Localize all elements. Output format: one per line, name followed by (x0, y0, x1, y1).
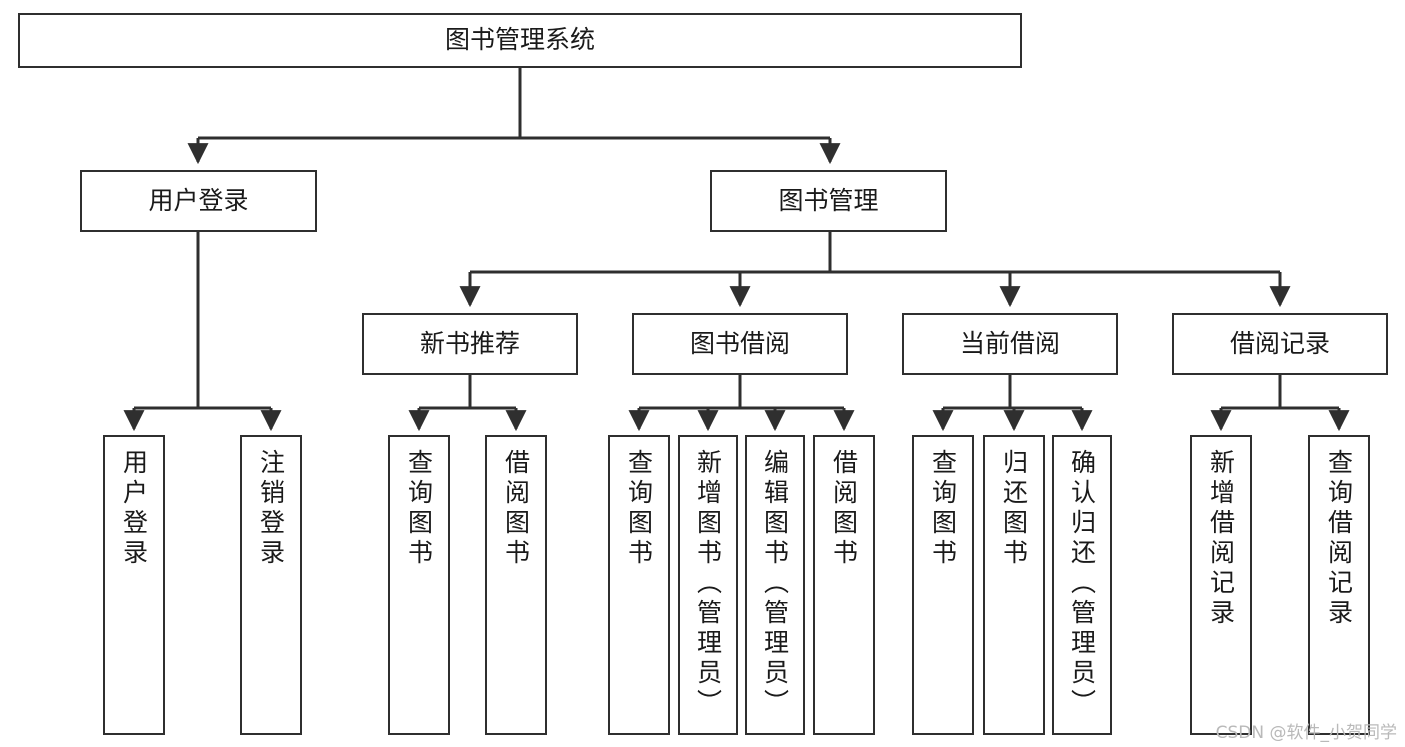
node-current-borrow[interactable]: 当前借阅 (902, 313, 1118, 375)
node-borrow-record[interactable]: 借阅记录 (1172, 313, 1388, 375)
node-leaf-confirm-return-admin[interactable]: 确认归还（管理员） (1052, 435, 1112, 735)
node-user-login-label: 用户登录 (148, 185, 249, 215)
node-leaf-query-book-3[interactable]: 查询图书 (912, 435, 974, 735)
node-leaf-query-book-2-label: 查询图书 (624, 449, 654, 569)
node-leaf-borrow-book-1[interactable]: 借阅图书 (485, 435, 547, 735)
node-leaf-query-book-3-label: 查询图书 (928, 449, 958, 569)
node-book-management[interactable]: 图书管理 (710, 170, 947, 232)
node-leaf-query-book-2[interactable]: 查询图书 (608, 435, 670, 735)
node-leaf-query-borrow-record-label: 查询借阅记录 (1324, 449, 1354, 629)
node-leaf-edit-book-admin-label: 编辑图书（管理员） (760, 449, 790, 719)
node-user-login[interactable]: 用户登录 (80, 170, 317, 232)
node-leaf-user-logout[interactable]: 注销登录 (240, 435, 302, 735)
node-leaf-add-book-admin[interactable]: 新增图书（管理员） (678, 435, 738, 735)
node-root-label: 图书管理系统 (444, 25, 595, 55)
node-leaf-add-borrow-record[interactable]: 新增借阅记录 (1190, 435, 1252, 735)
node-leaf-user-login-label: 用户登录 (119, 449, 149, 569)
node-leaf-query-book-1[interactable]: 查询图书 (388, 435, 450, 735)
node-new-book-recommend[interactable]: 新书推荐 (362, 313, 578, 375)
node-leaf-query-borrow-record[interactable]: 查询借阅记录 (1308, 435, 1370, 735)
node-book-borrow-label: 图书借阅 (689, 328, 790, 358)
node-current-borrow-label: 当前借阅 (959, 328, 1060, 358)
node-borrow-record-label: 借阅记录 (1229, 328, 1330, 358)
node-leaf-borrow-book-1-label: 借阅图书 (501, 449, 531, 569)
node-leaf-return-book-label: 归还图书 (999, 449, 1029, 569)
node-root[interactable]: 图书管理系统 (18, 13, 1022, 68)
node-leaf-user-login[interactable]: 用户登录 (103, 435, 165, 735)
node-book-management-label: 图书管理 (778, 185, 879, 215)
node-new-book-recommend-label: 新书推荐 (419, 328, 520, 358)
node-leaf-return-book[interactable]: 归还图书 (983, 435, 1045, 735)
node-book-borrow[interactable]: 图书借阅 (632, 313, 848, 375)
watermark-text: CSDN @软件_小贺同学 (1215, 723, 1397, 743)
node-leaf-add-borrow-record-label: 新增借阅记录 (1206, 449, 1236, 629)
node-leaf-add-book-admin-label: 新增图书（管理员） (693, 449, 723, 719)
node-leaf-query-book-1-label: 查询图书 (404, 449, 434, 569)
node-leaf-edit-book-admin[interactable]: 编辑图书（管理员） (745, 435, 805, 735)
node-leaf-confirm-return-admin-label: 确认归还（管理员） (1067, 449, 1097, 719)
node-leaf-user-logout-label: 注销登录 (256, 449, 286, 569)
node-leaf-borrow-book-2[interactable]: 借阅图书 (813, 435, 875, 735)
node-leaf-borrow-book-2-label: 借阅图书 (829, 449, 859, 569)
